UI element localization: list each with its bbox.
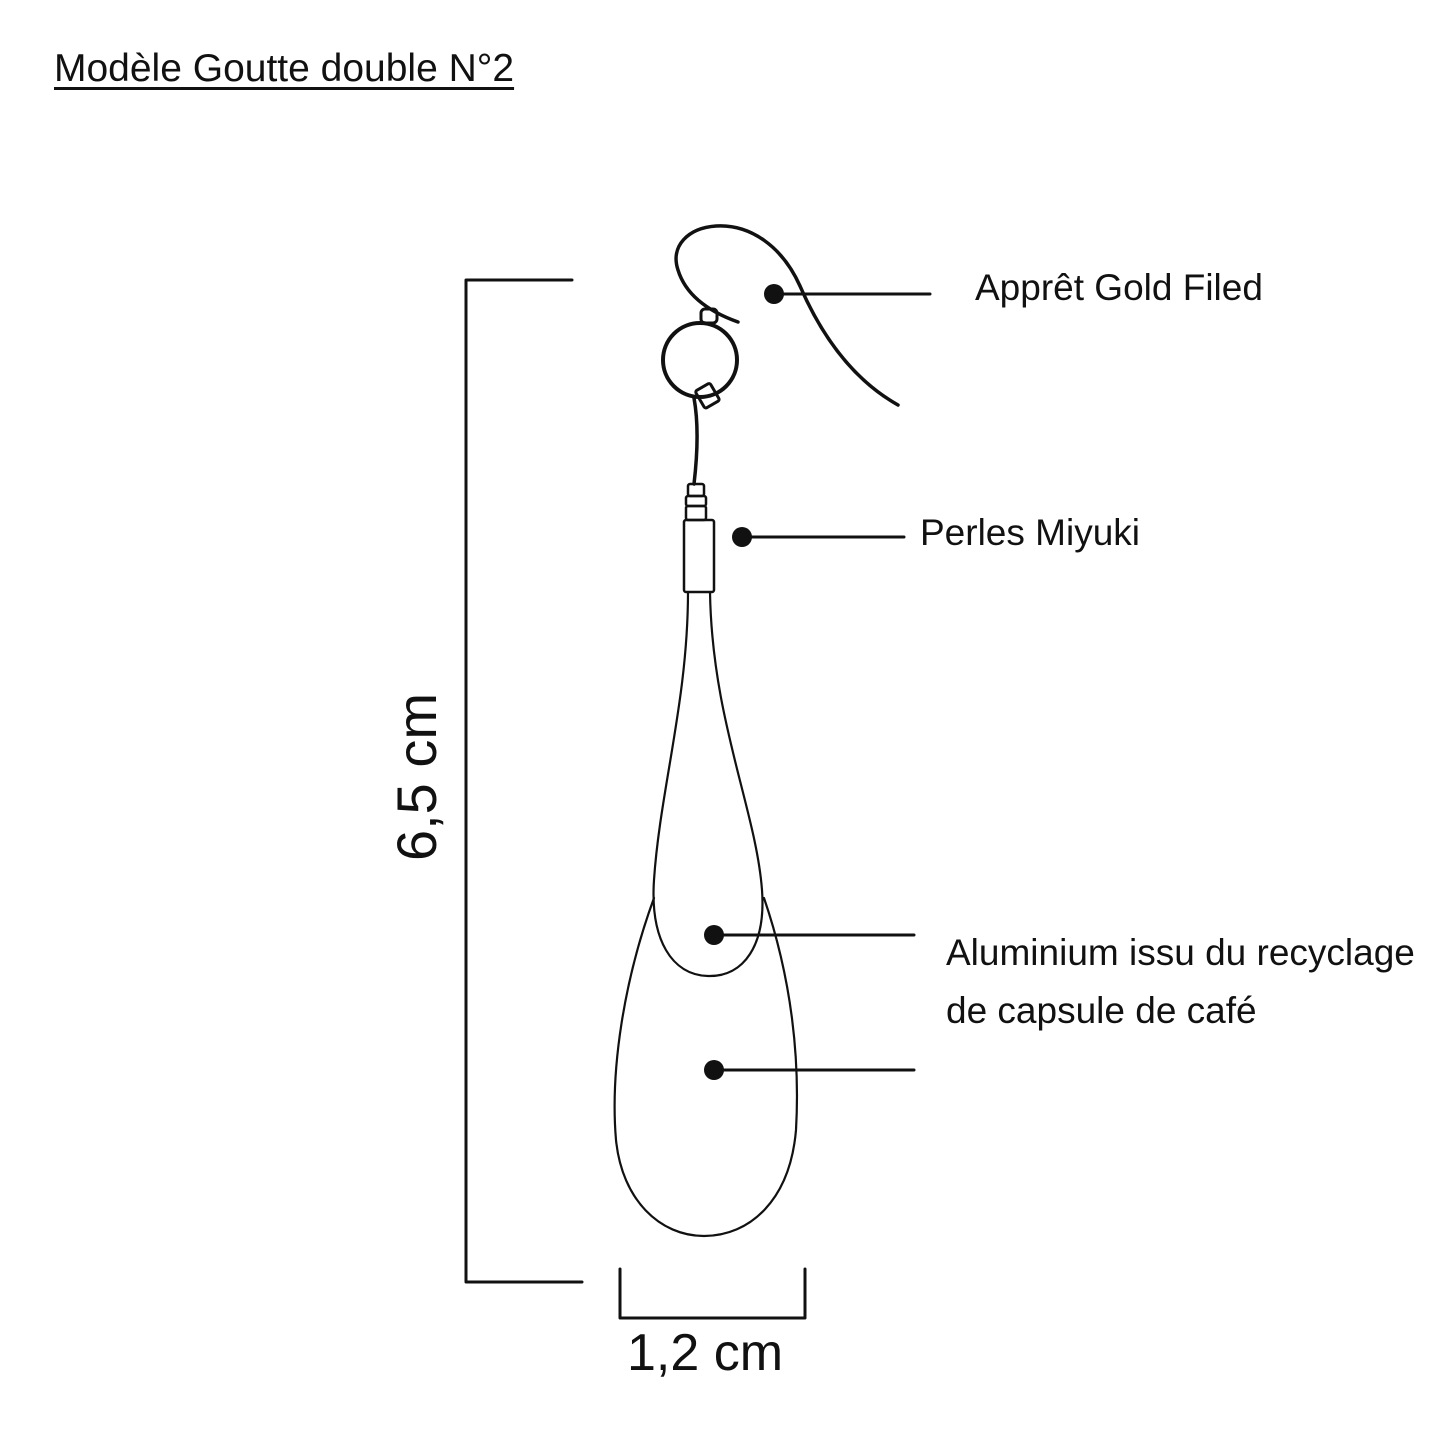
ear-wire-hook [674,224,900,407]
hook-label: Apprêt Gold Filed [975,267,1263,308]
height-bracket [464,278,584,1284]
miyuki-bead-2 [684,494,708,508]
width-dimension-label: 1,2 cm [627,1324,784,1382]
jump-ring [661,321,739,399]
small-drop-marker-dot [704,925,724,945]
aluminium-label: Aluminium issu du recyclage de capsule d… [946,932,1415,1031]
miyuki-tube [682,518,716,594]
hook-marker-dot [764,284,784,304]
large-drop [613,896,799,1238]
beads-marker-dot [732,527,752,547]
connector-wire [692,396,699,486]
ring-square-bead [694,382,721,410]
page-title: Modèle Goutte double N°2 [54,47,515,90]
large-drop-marker-dot [704,1060,724,1080]
miyuki-bead-1 [686,482,706,498]
height-dimension-label: 6,5 cm [385,692,448,862]
miyuki-bead-3 [684,504,708,522]
beads-label: Perles Miyuki [920,512,1140,553]
small-drop [652,590,764,978]
width-bracket [618,1267,807,1320]
